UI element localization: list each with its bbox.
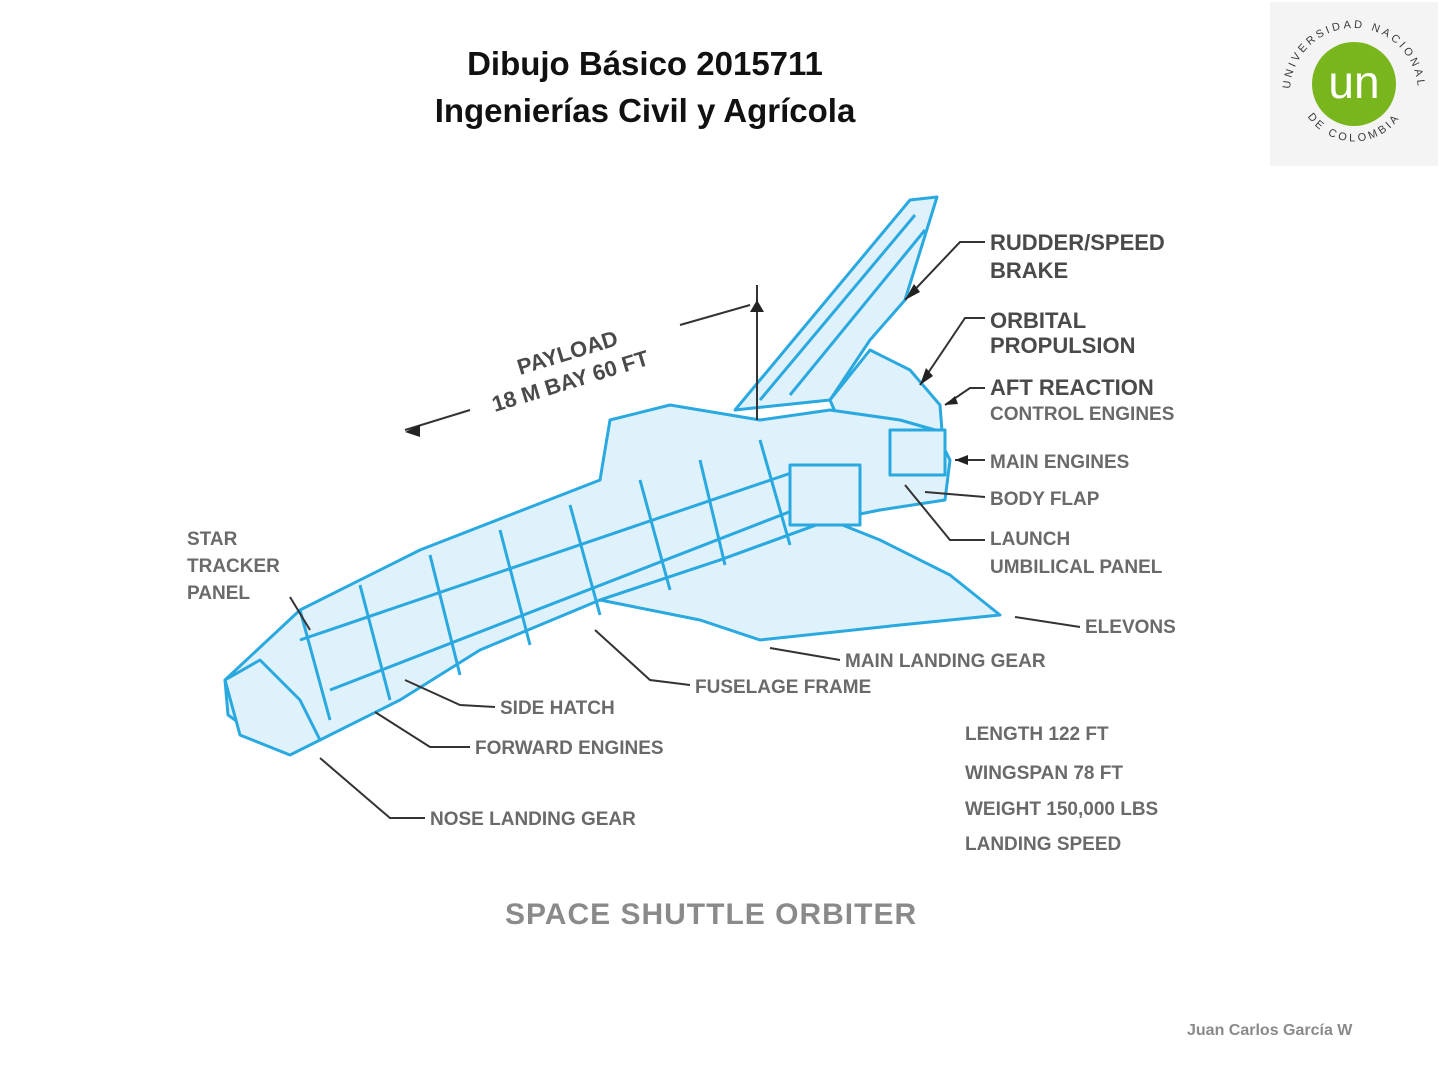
arrowheads xyxy=(405,284,968,465)
component-labels: RUDDER/SPEED BRAKE ORBITAL PROPULSION AF… xyxy=(187,230,1176,830)
university-logo: UNIVERSIDAD NACIONAL DE COLOMBIA un xyxy=(1270,2,1438,166)
nose xyxy=(223,658,322,757)
title-line-2: Ingenierías Civil y Agrícola xyxy=(434,92,856,129)
label-side-hatch: SIDE HATCH xyxy=(500,698,615,719)
label-fuselage-frame: FUSELAGE FRAME xyxy=(695,677,871,698)
wing xyxy=(598,518,1002,642)
label-rudder-2: BRAKE xyxy=(990,258,1068,283)
label-launch-1: LAUNCH xyxy=(990,529,1070,550)
page-title: Dibujo Básico 2015711 Ingenierías Civil … xyxy=(300,40,990,134)
logo-mark: un xyxy=(1328,56,1379,108)
label-orbital-2: PROPULSION xyxy=(990,333,1135,358)
label-launch-2: UMBILICAL PANEL xyxy=(990,557,1163,578)
space-shuttle-orbiter-drawing xyxy=(223,195,1002,757)
label-main-gear: MAIN LANDING GEAR xyxy=(845,651,1046,672)
diagram-caption: SPACE SHUTTLE ORBITER xyxy=(505,898,918,931)
label-aft-2: CONTROL ENGINES xyxy=(990,404,1174,425)
label-forward-engines: FORWARD ENGINES xyxy=(475,738,664,759)
specs-list: LENGTH 122 FT WINGSPAN 78 FT WEIGHT 150,… xyxy=(965,724,1158,855)
spec-weight: WEIGHT 150,000 LBS xyxy=(965,799,1158,820)
logo-green-circle xyxy=(1312,42,1396,126)
label-main-engines: MAIN ENGINES xyxy=(990,452,1129,473)
main-engines xyxy=(888,428,947,477)
label-elevons: ELEVONS xyxy=(1085,617,1176,638)
spec-length: LENGTH 122 FT xyxy=(965,724,1109,745)
title-line-1: Dibujo Básico 2015711 xyxy=(467,45,823,82)
author-credit: Juan Carlos García W xyxy=(1187,1022,1353,1039)
label-rudder-1: RUDDER/SPEED xyxy=(990,230,1165,255)
spec-wingspan: WINGSPAN 78 FT xyxy=(965,763,1123,784)
spec-landing-speed: LANDING SPEED xyxy=(965,834,1121,855)
label-star-3: PANEL xyxy=(187,583,250,604)
label-body-flap: BODY FLAP xyxy=(990,489,1100,510)
label-nose-gear: NOSE LANDING GEAR xyxy=(430,809,636,830)
label-aft-1: AFT REACTION xyxy=(990,375,1154,400)
label-star-2: TRACKER xyxy=(187,556,280,577)
label-star-1: STAR xyxy=(187,529,238,550)
body-flap xyxy=(788,463,862,527)
label-orbital-1: ORBITAL xyxy=(990,308,1086,333)
